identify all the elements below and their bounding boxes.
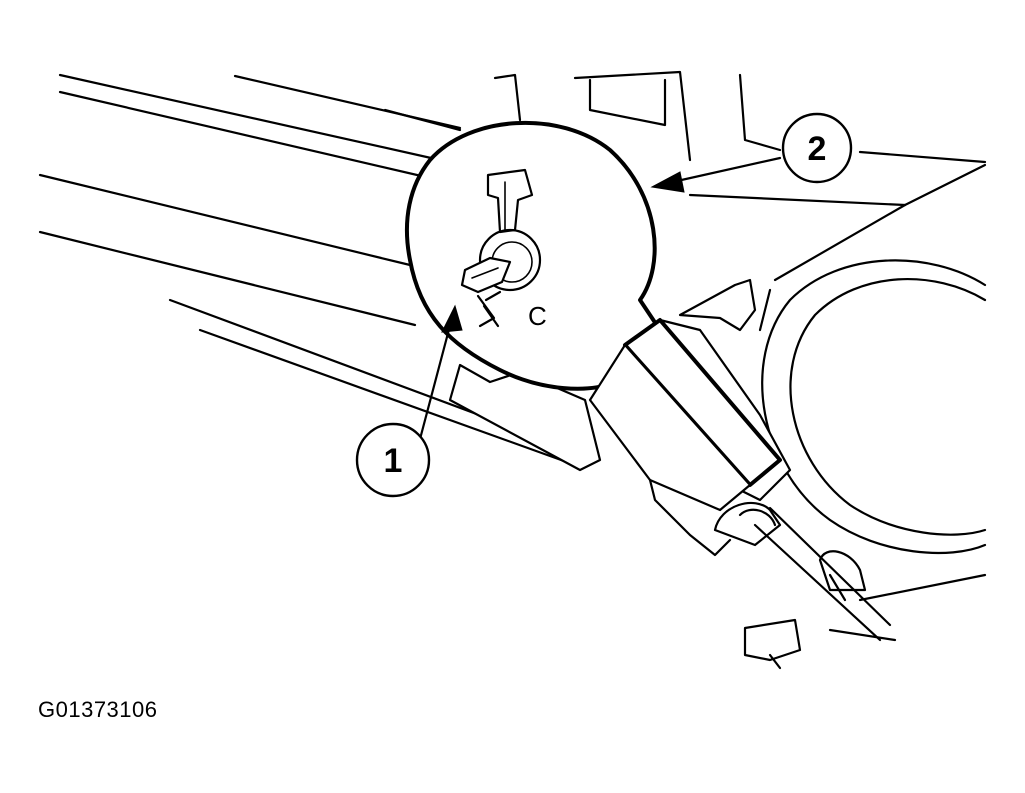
- connector: [588, 278, 792, 557]
- cable: [753, 506, 892, 642]
- sensor-body: C: [404, 120, 662, 472]
- callout-2: 2: [781, 112, 853, 184]
- callout-1-label: 1: [384, 442, 403, 480]
- upper-housing: [493, 70, 987, 282]
- callout-leaders: [413, 156, 782, 460]
- callout-2-label: 2: [808, 130, 827, 168]
- figure-code: G01373106: [38, 697, 158, 722]
- housing-rails: [38, 73, 577, 467]
- round-port: [758, 259, 987, 555]
- lower-housing: [743, 550, 987, 670]
- callout-1: 1: [355, 422, 431, 498]
- sensor-marking: C: [528, 301, 547, 331]
